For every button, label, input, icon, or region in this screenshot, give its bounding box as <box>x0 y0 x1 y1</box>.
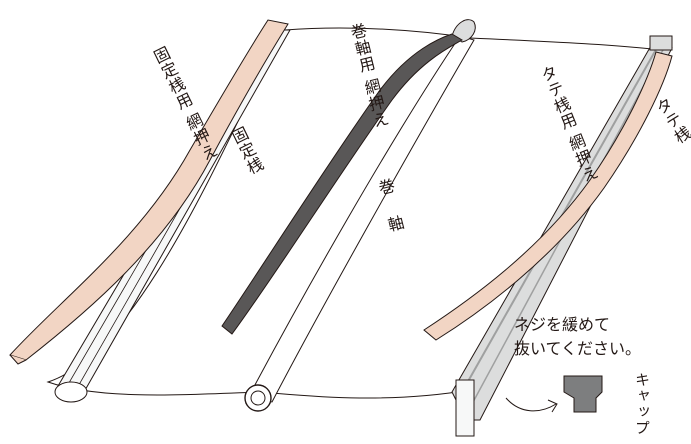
fixed-frame-clip <box>9 19 289 361</box>
arrow <box>505 397 557 412</box>
instruction-line-2: 抜いてください。 <box>514 339 642 358</box>
roller-shaft <box>244 19 476 412</box>
vertical-frame-clip <box>423 51 673 341</box>
instruction-line-1: ネジを緩めて <box>514 315 611 334</box>
label-cap: キャップ <box>633 372 651 436</box>
cap-part <box>563 375 603 413</box>
roller-clip <box>221 33 463 335</box>
